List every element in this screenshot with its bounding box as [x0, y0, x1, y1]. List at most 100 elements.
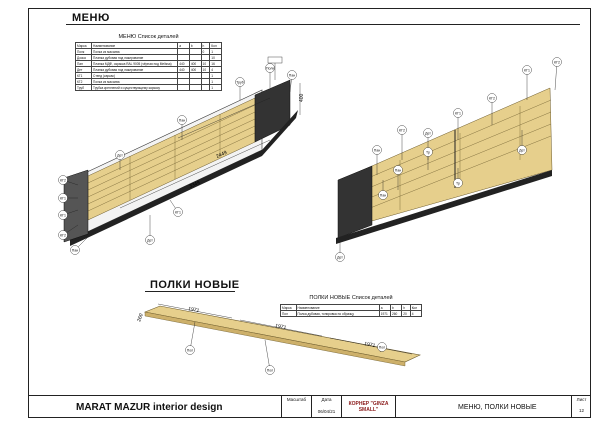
callout-leader [264, 339, 271, 371]
table-cell: Пол [280, 310, 297, 317]
shelves-table-caption: ПОЛКИ НОВЫЕ Список деталей [309, 295, 393, 301]
callout-label: Дет [147, 238, 153, 242]
table-cell: 4 [409, 310, 423, 317]
callout-label: КГ1 [524, 68, 530, 72]
menu-table-caption: МЕНЮ Список деталей [118, 34, 179, 40]
callout-bubble [58, 175, 68, 185]
callout-label: Пан [395, 168, 401, 172]
callout-bubble [378, 190, 388, 200]
shelves-title-underline [145, 291, 235, 292]
callout-right-menu: КГ2 [487, 93, 497, 125]
callout-label: КГ1 [175, 210, 181, 214]
callout-right-menu: Дет [517, 130, 527, 155]
left-menu-iso-view [63, 56, 301, 246]
callout-bubble [393, 165, 403, 175]
callout-right-menu: Дет [335, 238, 345, 262]
callout-label: Пан [374, 148, 380, 152]
callout-label: КГ2 [554, 60, 560, 64]
callout-left-menu: Дет [145, 215, 155, 245]
scale-label: Масштаб [286, 397, 307, 402]
callout-label: Полк [266, 66, 274, 70]
callout-shelves: Пол [264, 339, 275, 375]
callout-bubble [115, 150, 125, 160]
table-cell: 20 [401, 310, 411, 317]
left-menu-side-post [63, 169, 89, 243]
sheet-title: МЕНЮ, ПОЛКИ НОВЫЕ [458, 404, 537, 411]
callout-label: КГ1 [60, 213, 66, 217]
callout-bubble [372, 145, 382, 155]
callout-label: Пол [267, 368, 273, 372]
dim-3349: 3349 [188, 180, 201, 190]
shelf-iso-view [143, 303, 421, 367]
callout-left-menu: Пан [70, 234, 91, 255]
callout-label: Дет [117, 153, 123, 157]
date-cell: Дата 06/04/21 [311, 396, 341, 418]
callout-right-menu: Тр [423, 147, 433, 170]
callout-label: КГ1 [455, 111, 461, 115]
menu-title-underline [66, 24, 580, 25]
callout-shelves: Пол [377, 342, 387, 353]
project-cell: КОРНЕР "GINZA SMALL" [341, 396, 395, 418]
callout-left-menu: Пан [177, 115, 187, 140]
callout-label: Пан [179, 118, 185, 122]
callout-bubble [517, 145, 527, 155]
sheet-label: Лист [576, 397, 587, 402]
table-cell: 1 [209, 84, 222, 91]
callout-label: Дет [337, 255, 343, 259]
callout-bubble [287, 70, 297, 80]
callout-bubble [552, 57, 562, 67]
callout-left-menu: КГ1 [169, 199, 183, 217]
callout-bubble [335, 252, 345, 262]
callout-right-menu: Пан [393, 165, 403, 190]
callout-bubble [453, 178, 463, 188]
callout-right-menu: Пан [378, 180, 388, 200]
callout-left-menu: КГ1 [58, 193, 78, 203]
callout-right-menu: Тр [453, 168, 463, 188]
callout-left-menu: Дет [115, 150, 125, 170]
callout-label: КГ1 [60, 196, 66, 200]
menu-section-title: МЕНЮ [72, 12, 110, 24]
right-menu-iso-view [336, 87, 553, 244]
callout-leader [189, 321, 196, 351]
callout-right-menu: КГ2 [552, 57, 562, 91]
callout-label: Труб [236, 80, 244, 84]
sheet-title-cell: МЕНЮ, ПОЛКИ НОВЫЕ [395, 396, 571, 418]
callout-label: КГ2 [60, 233, 66, 237]
callout-bubble [173, 207, 183, 217]
callout-left-menu: Труб [235, 77, 245, 100]
table-cell [200, 84, 211, 91]
callout-bubble [522, 65, 532, 75]
date-value: 06/04/21 [317, 409, 336, 414]
callout-right-menu: КГ1 [453, 108, 463, 140]
title-block: MARAT MAZUR interior design Масштаб Дата… [28, 395, 591, 418]
callout-label: Пол [187, 348, 193, 352]
callout-label: Пан [72, 248, 78, 252]
callout-bubble [185, 345, 195, 355]
left-menu-base-rail [70, 110, 298, 246]
sheet-number-cell: Лист 12 [571, 396, 591, 418]
scale-cell: Масштаб [281, 396, 311, 418]
company-name: MARAT MAZUR interior design [76, 402, 223, 413]
callout-left-menu: КГ2 [58, 175, 79, 186]
callout-label: Пол [379, 345, 385, 349]
callout-left-menu: КГ2 [58, 224, 79, 240]
dim-shelf-2: 1971 [275, 323, 287, 331]
table-cell [177, 84, 190, 91]
callout-bubble [487, 93, 497, 103]
drawing-frame [28, 8, 591, 418]
callout-bubble [58, 193, 68, 203]
callout-left-menu: Полк [265, 63, 275, 88]
callout-bubble [265, 365, 275, 375]
callout-right-menu: КГ1 [522, 65, 532, 100]
shelves-section-title: ПОЛКИ НОВЫЕ [150, 279, 240, 291]
right-menu-black-end-panel [337, 165, 373, 239]
project-name: КОРНЕР "GINZA SMALL" [348, 401, 389, 413]
callout-bubble [235, 77, 245, 87]
callout-bubble [58, 230, 68, 240]
